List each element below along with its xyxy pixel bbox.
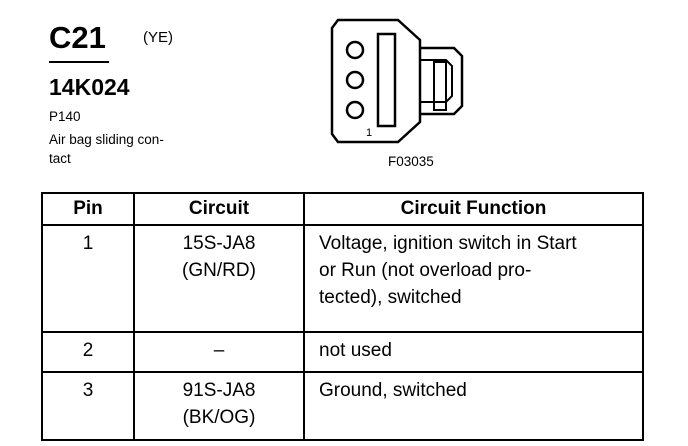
table-header-row: Pin Circuit Circuit Function [41, 192, 644, 226]
pin-table: Pin Circuit Circuit Function 1 15S-JA8 (… [41, 192, 644, 441]
table-row: 2 – not used [41, 331, 644, 373]
pin-hole-2 [345, 70, 365, 90]
function-cell: Ground, switched [303, 371, 644, 441]
table-row: 1 15S-JA8 (GN/RD) Voltage, ignition swit… [41, 224, 644, 333]
latch-tab [433, 61, 447, 111]
connector-description: Air bag sliding con- tact [49, 132, 164, 166]
terminal-slot [376, 32, 397, 128]
header-circuit-function: Circuit Function [303, 192, 644, 226]
circuit-cell: 91S-JA8 (BK/OG) [133, 371, 305, 441]
locking-latch [420, 46, 464, 116]
figure-id: F03035 [388, 154, 434, 169]
pin-cell: 1 [41, 224, 135, 333]
table-row: 3 91S-JA8 (BK/OG) Ground, switched [41, 371, 644, 441]
pin-hole-1 [345, 40, 365, 60]
pin-hole-3 [345, 100, 365, 120]
connector-id: C21 [49, 20, 106, 55]
latch-inner [420, 59, 453, 103]
header-pin: Pin [41, 192, 135, 226]
position-code: P140 [49, 109, 81, 124]
connector-diagram: 1 [330, 18, 464, 144]
circuit-cell: – [133, 331, 305, 373]
connector-id-underline [49, 61, 109, 63]
part-number: 14K024 [49, 74, 130, 100]
function-cell: not used [303, 331, 644, 373]
header-circuit: Circuit [133, 192, 305, 226]
color-code: (YE) [143, 29, 173, 46]
pin-cell: 2 [41, 331, 135, 373]
connector-housing [330, 18, 422, 144]
pin-cell: 3 [41, 371, 135, 441]
circuit-cell: 15S-JA8 (GN/RD) [133, 224, 305, 333]
function-cell: Voltage, ignition switch in Start or Run… [303, 224, 644, 333]
pin-number-label: 1 [366, 127, 372, 139]
